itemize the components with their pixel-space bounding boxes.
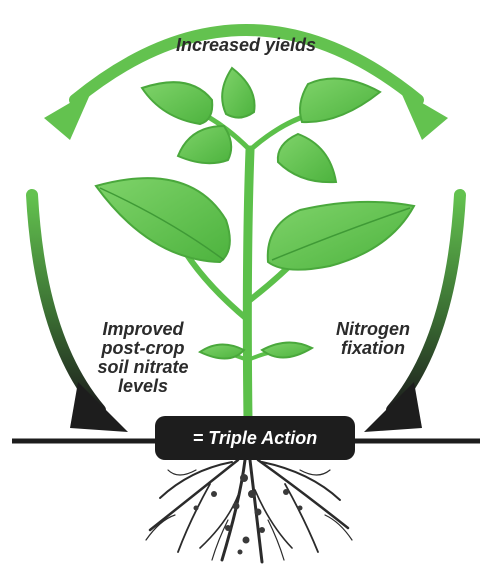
left-label-line-4: levels [117,376,169,396]
left-arc-arrowhead [70,382,128,432]
top-arc-left-arrowhead [44,90,92,140]
right-label-line-2: fixation [340,338,405,358]
label-nitrogen-fixation: Nitrogen fixation [318,320,428,358]
top-arc-arrow [44,24,448,140]
leaf-top-right-lower [276,132,338,184]
leaf-top-left-lower [176,124,233,165]
triple-action-badge: = Triple Action [155,416,355,460]
plant-leaves [94,66,416,360]
leaf-large-right [266,200,416,271]
label-increased-yields: Increased yields [175,35,317,55]
left-label-line-3: soil nitrate [97,357,189,377]
right-arc-arrowhead [364,382,422,432]
leaf-small-left [198,343,246,360]
roots [145,458,353,564]
leaf-top-right-outer [299,77,382,124]
right-arc-arrow [364,189,466,432]
top-arc-right-arrowhead [400,90,448,140]
triple-action-text: = Triple Action [192,427,318,448]
left-label-line-2: post-crop [101,338,185,358]
label-improved-soil-nitrate: Improved post-crop soil nitrate levels [78,320,208,396]
root-nodules [193,474,303,555]
leaf-top-left-upper [221,66,256,119]
leaf-top-left-outer [140,81,214,126]
left-label-line-1: Improved [102,319,184,339]
right-label-line-1: Nitrogen [336,319,410,339]
left-arc-arrow [26,189,128,432]
leaf-small-right [260,341,315,359]
